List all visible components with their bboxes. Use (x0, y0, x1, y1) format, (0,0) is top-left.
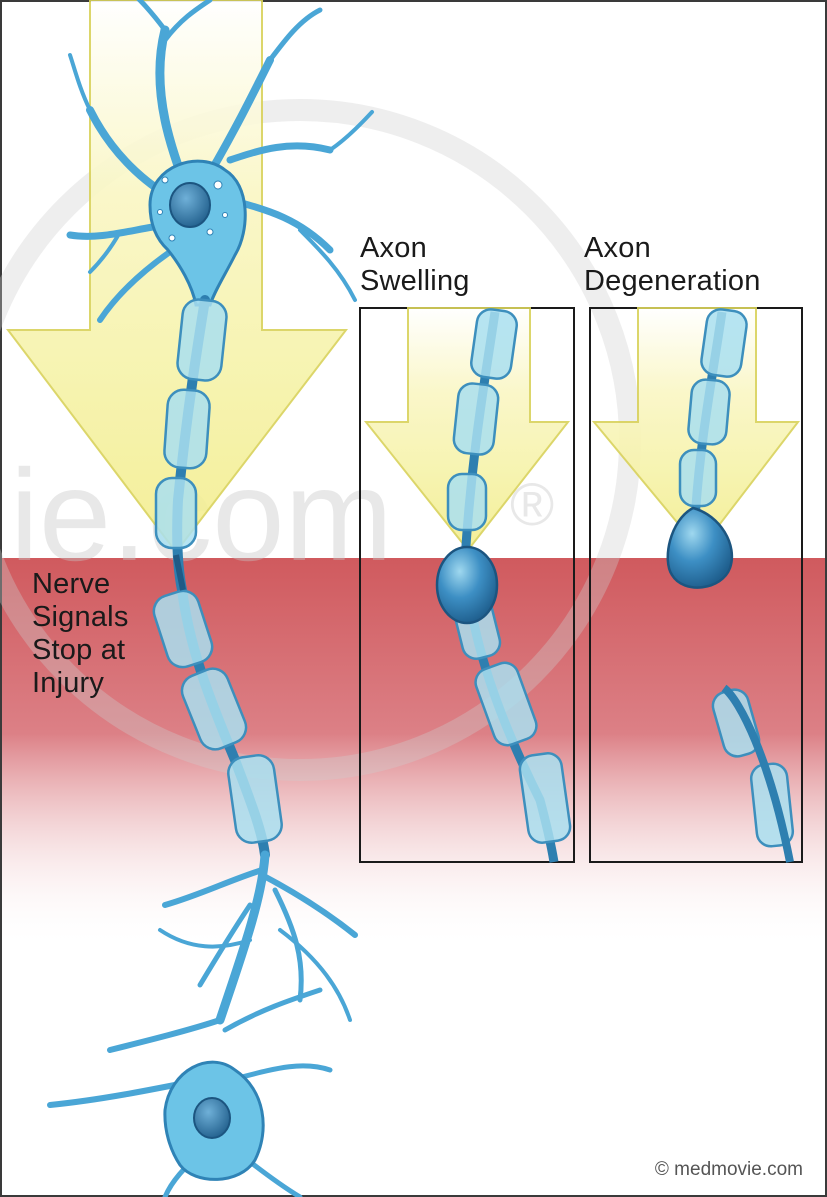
bottom-nucleus (194, 1098, 230, 1138)
axon-degeneration-label: Axon Degeneration (584, 232, 761, 298)
injury-label: Nerve Signals Stop at Injury (32, 568, 129, 700)
copyright-notice: © medmovie.com (655, 1159, 803, 1181)
axon-swelling-label: Axon Swelling (360, 232, 470, 298)
nucleus (170, 183, 210, 227)
